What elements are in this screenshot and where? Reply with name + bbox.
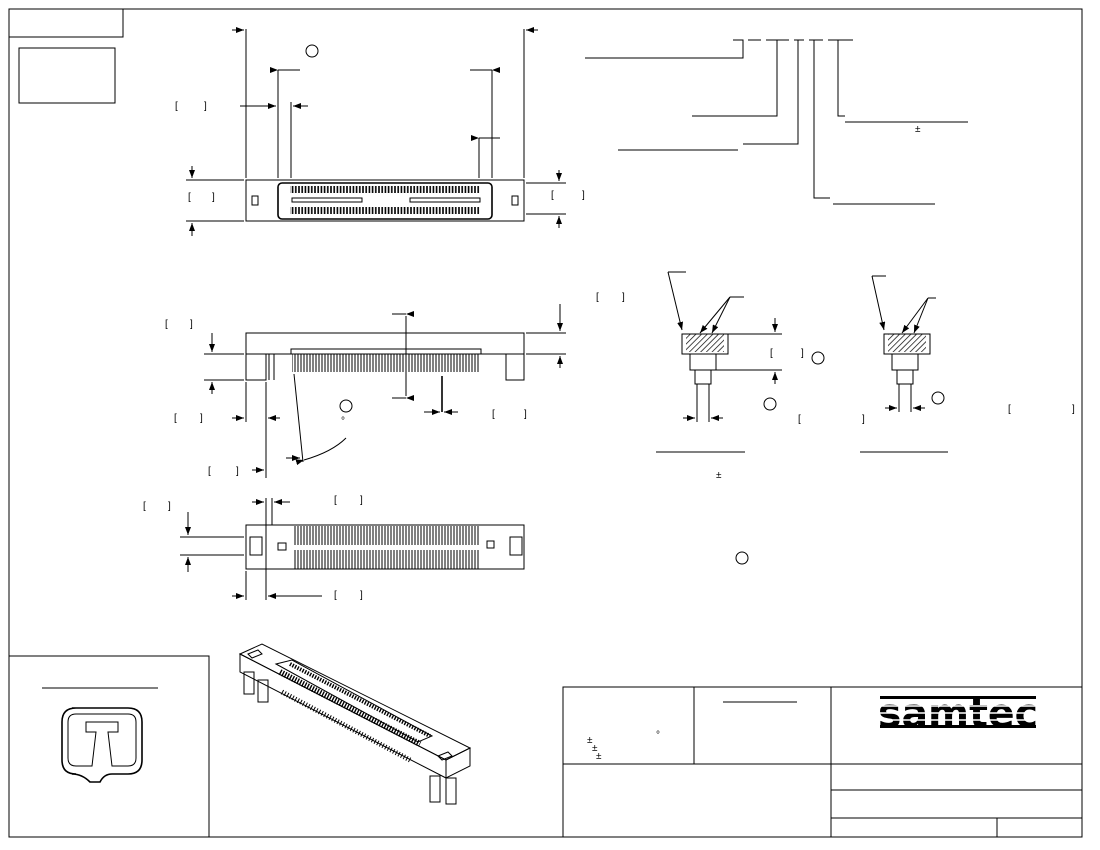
bracket-close: ] <box>360 590 363 601</box>
bracket-close: ] <box>190 319 193 330</box>
bracket-close: ] <box>212 192 215 203</box>
plus-minus-symbol: ± <box>587 735 593 746</box>
bracket-close: ] <box>862 414 865 425</box>
section-detail-b <box>860 275 948 453</box>
dimension-brackets: [ ] [ ] [ ] [ ] [ ] [ ] [ ] [ ] [ ] [ ] … <box>143 101 1075 601</box>
callout-hexagon <box>763 397 777 411</box>
contact-detail-box <box>9 655 210 837</box>
top-pin-row <box>290 186 480 193</box>
bracket-close: ] <box>360 495 363 506</box>
bracket-close: ] <box>168 501 171 512</box>
mounting-hole-right <box>511 195 519 206</box>
bracket-open: [ <box>1008 404 1011 415</box>
callout-hexagon <box>339 399 353 413</box>
bracket-close: ] <box>1072 404 1075 415</box>
part-number-callout-tree <box>585 39 968 205</box>
plus-minus-symbol: ± <box>915 124 921 135</box>
side-pin-row <box>292 354 480 372</box>
bracket-open: [ <box>770 348 773 359</box>
bracket-close: ] <box>622 292 625 303</box>
note-box <box>18 47 116 104</box>
bracket-open: [ <box>334 495 337 506</box>
bracket-close: ] <box>236 466 239 477</box>
callout-hexagon <box>811 351 825 365</box>
bottom-pin-row-lower <box>293 550 480 569</box>
drawing-border <box>8 8 1083 838</box>
bottom-pin-row <box>290 207 480 214</box>
degree-symbol: ° <box>341 416 345 427</box>
bracket-close: ] <box>801 348 804 359</box>
callout-hexagon <box>305 44 319 58</box>
bracket-close: ] <box>524 409 527 420</box>
bracket-open: [ <box>174 413 177 424</box>
bracket-open: [ <box>208 466 211 477</box>
section-detail-a <box>656 271 825 453</box>
bracket-close: ] <box>204 101 207 112</box>
bracket-open: [ <box>798 414 801 425</box>
bracket-open: [ <box>165 319 168 330</box>
degree-symbol: ° <box>656 730 660 741</box>
bracket-open: [ <box>143 501 146 512</box>
title-block: samtec <box>562 686 1083 838</box>
bottom-view <box>180 498 525 600</box>
plus-minus-symbol: ± <box>592 743 598 754</box>
bracket-open: [ <box>551 190 554 201</box>
samtec-logo: samtec <box>878 691 1038 737</box>
plus-minus-symbol: ± <box>716 470 722 481</box>
callout-hexagon <box>735 551 749 565</box>
bracket-open: [ <box>492 409 495 420</box>
mounting-hole-left <box>251 195 259 206</box>
callout-hexagon <box>931 391 945 405</box>
bracket-close: ] <box>582 190 585 201</box>
bracket-close: ] <box>200 413 203 424</box>
bracket-open: [ <box>175 101 178 112</box>
side-view <box>204 304 566 478</box>
revision-corner-box <box>8 8 124 38</box>
bracket-open: [ <box>334 590 337 601</box>
top-view <box>186 27 566 236</box>
tolerance-symbols: ± ± ± ± ± ° ° <box>341 124 921 762</box>
bottom-pin-row-upper <box>293 526 480 545</box>
bracket-open: [ <box>188 192 191 203</box>
plus-minus-symbol: ± <box>596 751 602 762</box>
isometric-view <box>238 643 472 805</box>
bracket-open: [ <box>596 292 599 303</box>
